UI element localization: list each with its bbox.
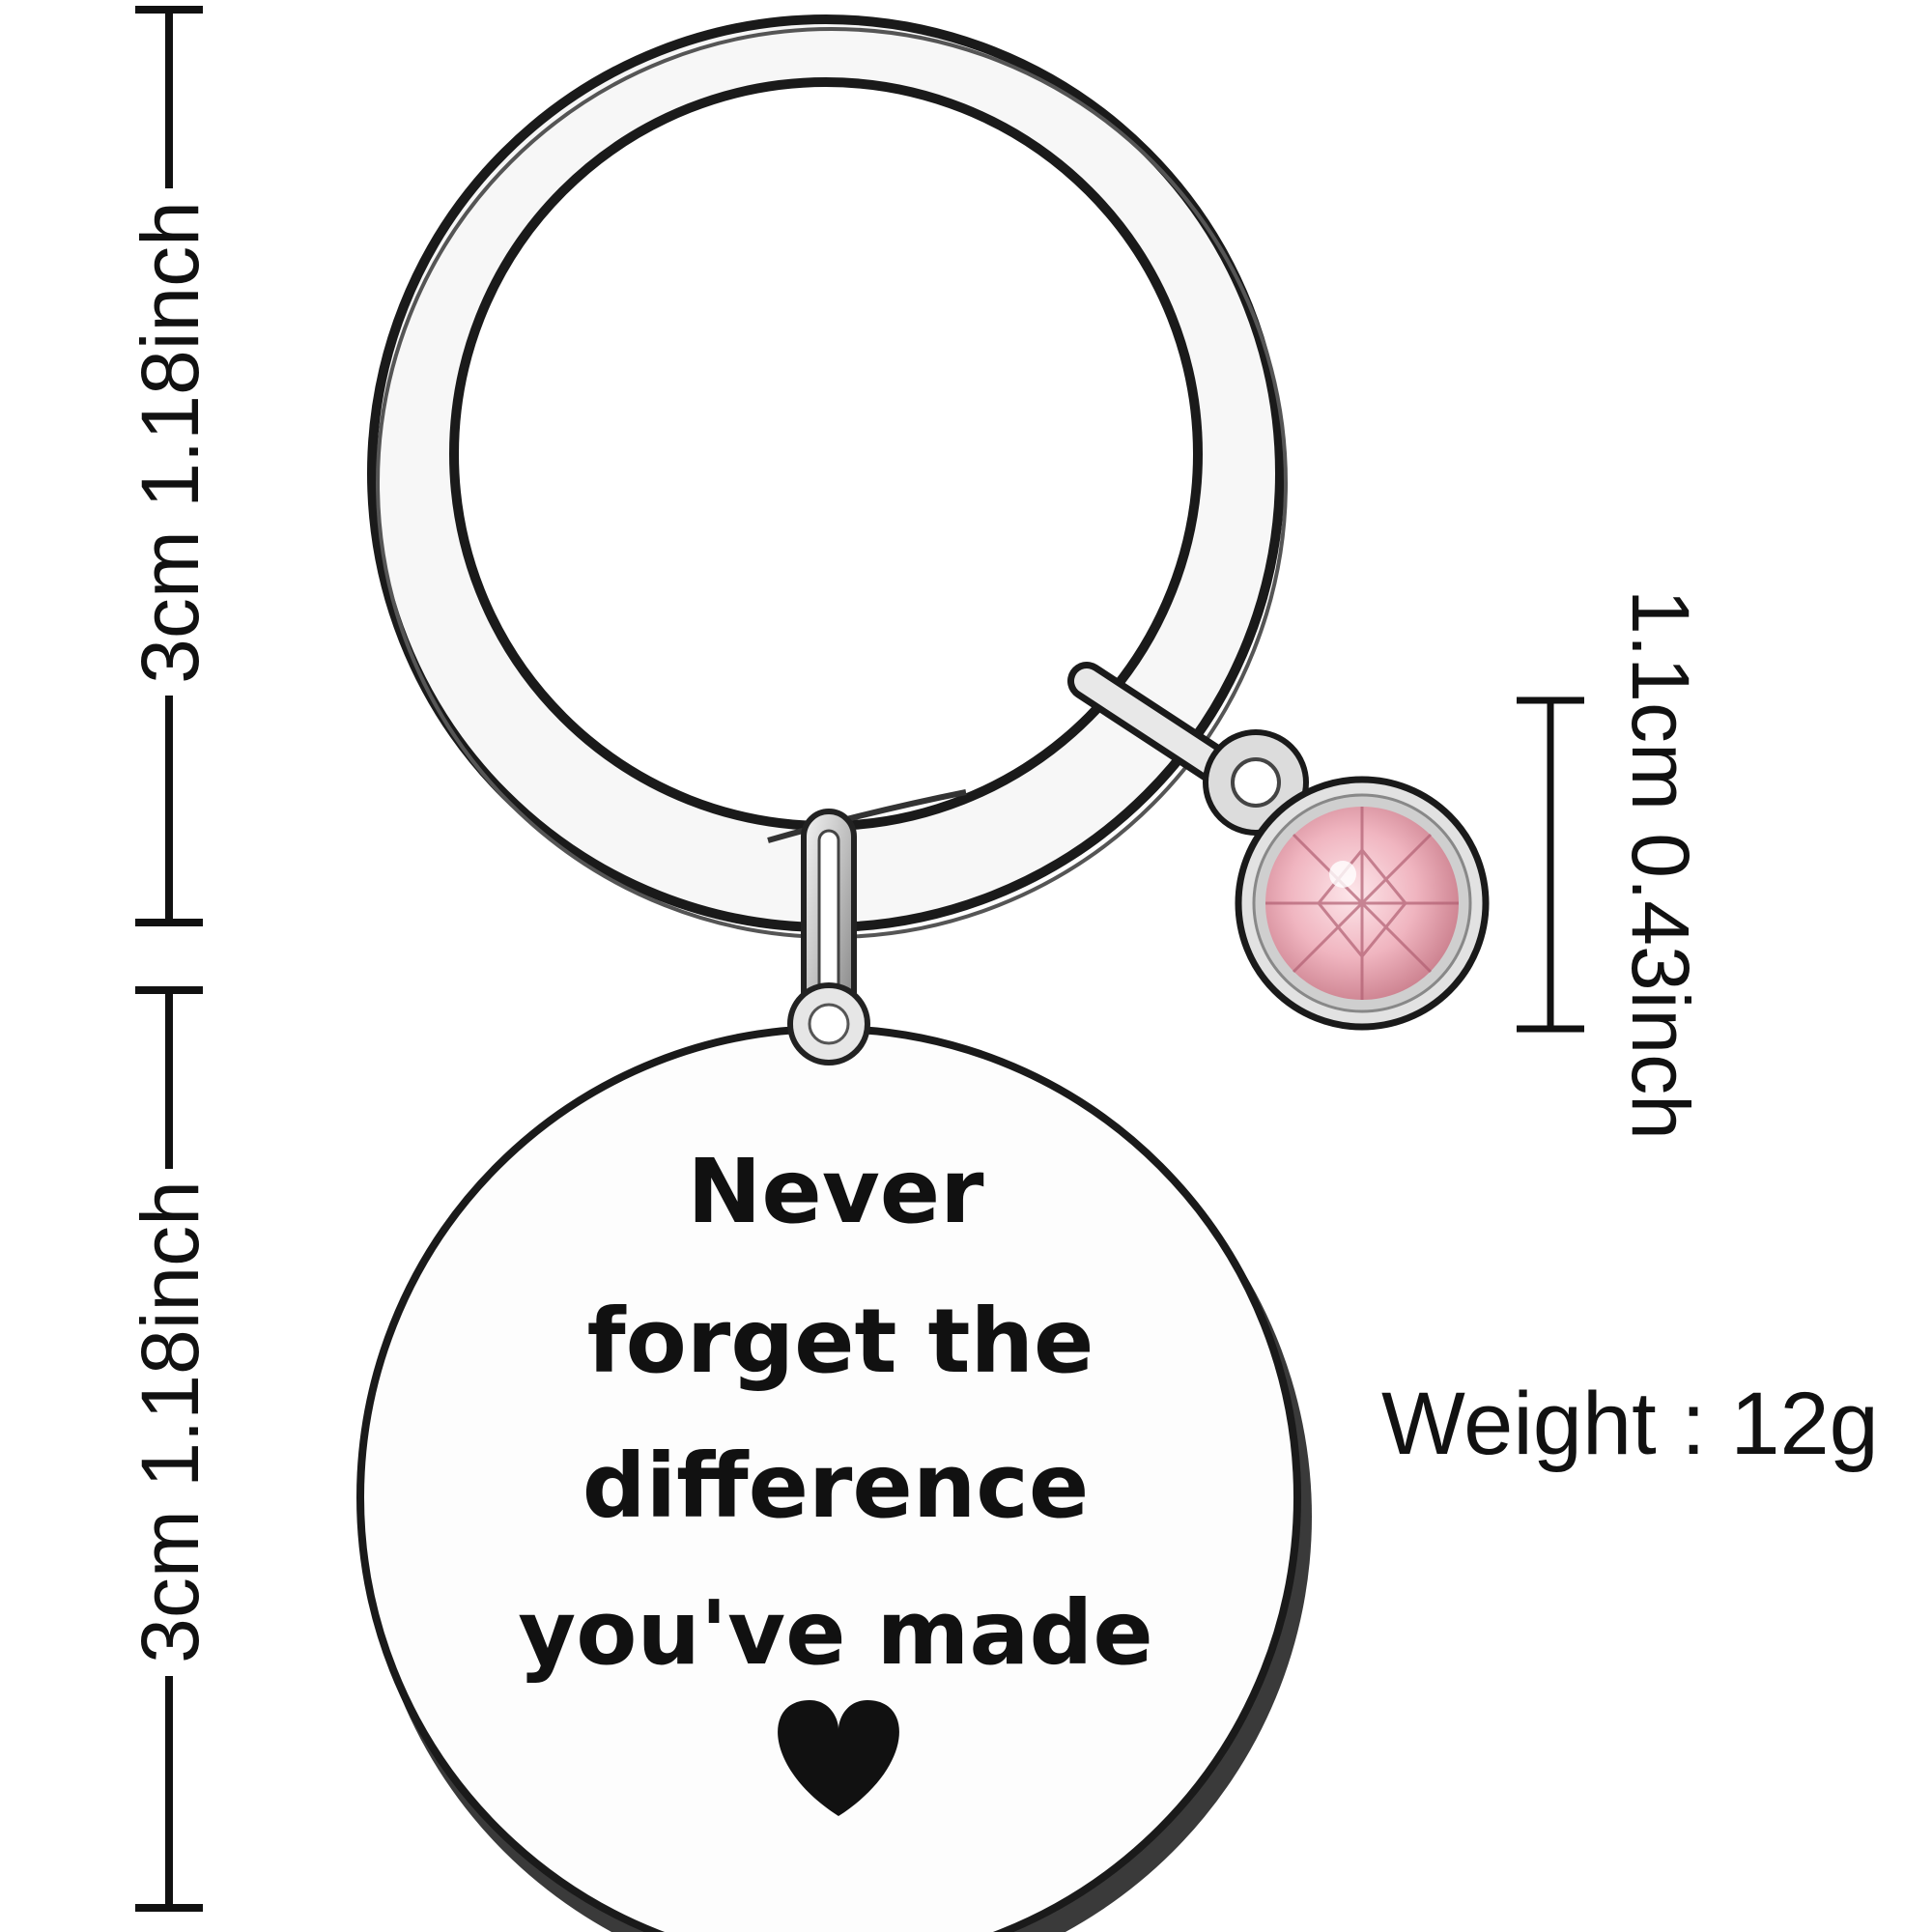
stone-size-label: 1.1cm 0.43inch [1615,589,1706,1140]
tag-dimension-marker [135,986,203,1912]
engraving-line-2: forget the [587,1290,1094,1393]
round-tag: Never forget the difference you've made [356,982,1312,1932]
weight-label: Weight : 12g [1381,1375,1879,1473]
engraving-line-4: you've made [518,1581,1152,1685]
engraving-line-3: difference [582,1435,1090,1538]
tag-size-label: 3cm 1.18inch [125,1180,215,1663]
ring-dimension-marker [135,6,203,926]
ring-size-label: 3cm 1.18inch [125,201,215,684]
stone-dimension-marker [1517,696,1584,1033]
heart-icon [778,1700,899,1816]
engraving-line-1: Never [687,1140,984,1243]
split-key-ring [367,14,1288,939]
pink-birthstone-charm [1235,776,1490,1031]
